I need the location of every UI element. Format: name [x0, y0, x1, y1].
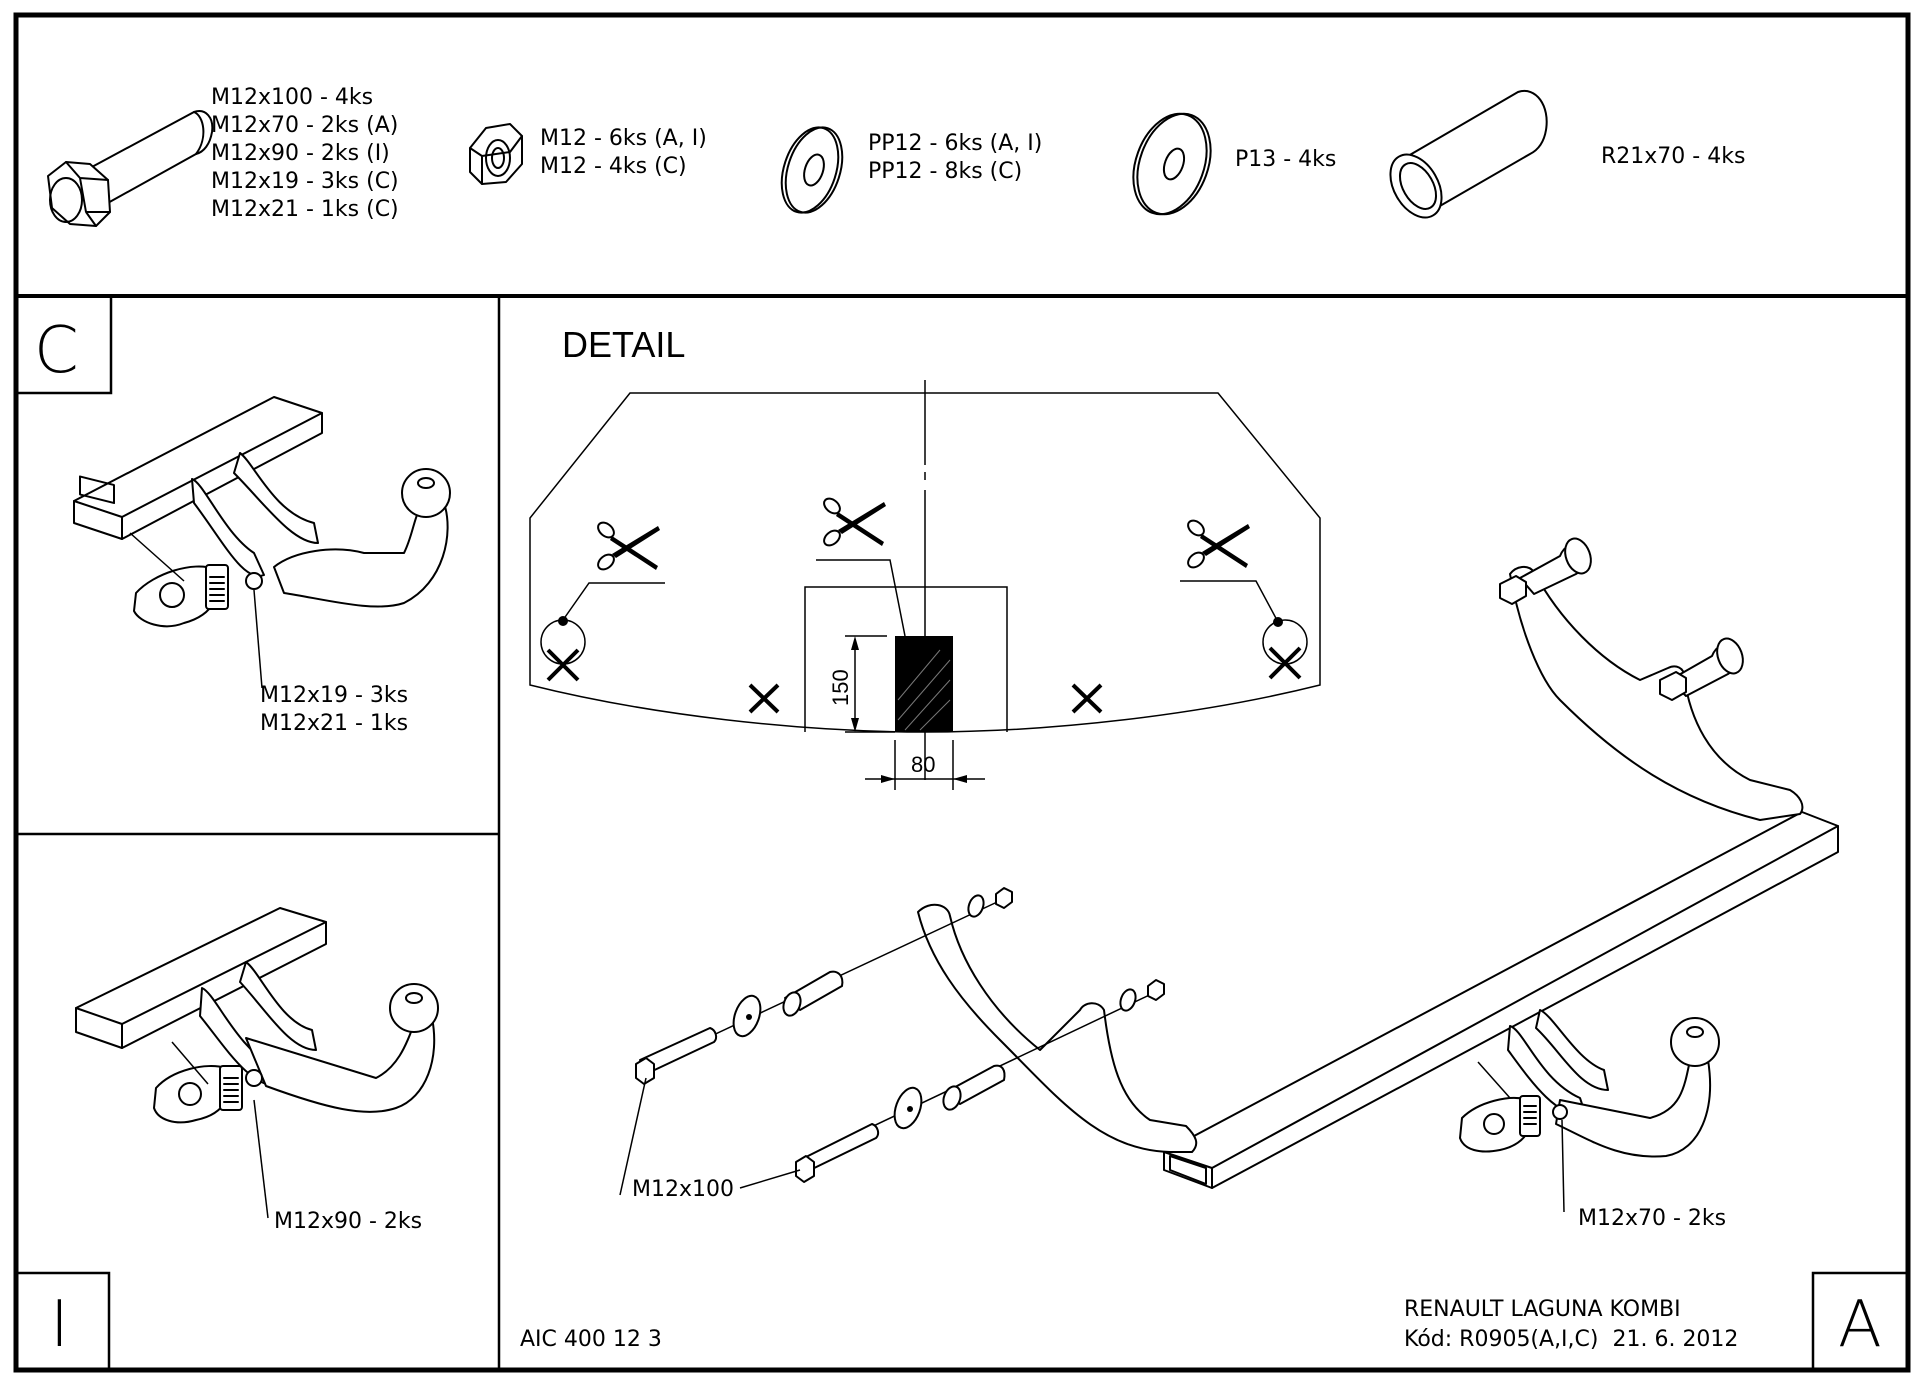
callout-text: M12x21 - 1ks	[260, 711, 408, 736]
outer-frame	[13, 12, 1911, 1373]
variant-label-box	[14, 1271, 111, 1372]
callout-text: M12x100	[632, 1177, 734, 1202]
cross-mark-icon	[1071, 683, 1103, 714]
spec-line: M12x90 - 2ks (I)	[211, 141, 390, 166]
spec-line: R21x70 - 4ks	[1601, 144, 1745, 169]
hex-bolt-icon	[47, 110, 214, 227]
scissors-icon	[597, 521, 660, 571]
left-side-bracket	[917, 903, 1198, 1153]
tow-ball-illustration	[1459, 1009, 1720, 1158]
callout-leader	[619, 1077, 647, 1196]
right-side-bracket	[1509, 566, 1804, 821]
cut-region	[895, 636, 953, 732]
hatch	[897, 649, 951, 731]
spec-line: M12 - 4ks (C)	[540, 154, 687, 179]
callout-leader	[1561, 1119, 1565, 1213]
circle-marker-icon	[1180, 580, 1308, 680]
hex-nut-icon	[469, 123, 523, 185]
variant-label-box	[14, 294, 113, 395]
callout-text: M12x19 - 3ks	[260, 683, 408, 708]
spec-line: M12 - 6ks (A, I)	[540, 126, 707, 151]
bumper-outline	[529, 392, 1321, 733]
variant-i-panel: I M12x90 - 2ks	[14, 907, 439, 1372]
detail-view: DETAIL 150 80	[529, 324, 1321, 790]
code-and-date: Kód: R0905(A,I,C) 21. 6. 2012	[1404, 1327, 1738, 1352]
callout-text: M12x90 - 2ks	[274, 1209, 422, 1234]
dimension-value: 80	[911, 752, 935, 777]
variant-label-box	[1811, 1271, 1910, 1372]
variant-label: C	[34, 314, 79, 388]
spec-line: M12x19 - 3ks (C)	[211, 169, 399, 194]
spec-line: PP12 - 6ks (A, I)	[868, 131, 1042, 156]
tow-hitch-fixed-illustration	[75, 907, 439, 1124]
catalog-number: AIC 400 12 3	[520, 1327, 662, 1352]
dimension-width: 80	[865, 740, 985, 790]
spec-line: M12x100 - 4ks	[211, 85, 373, 110]
cross-mark-icon	[748, 683, 780, 714]
circle-marker-icon	[540, 582, 665, 682]
scissors-icon	[1187, 519, 1250, 569]
spec-line: M12x21 - 1ks (C)	[211, 197, 399, 222]
spec-line: PP12 - 8ks (C)	[868, 159, 1022, 184]
variant-label: I	[50, 1288, 69, 1362]
variant-label: A	[1838, 1288, 1882, 1362]
vehicle-title: RENAULT LAGUNA KOMBI	[1404, 1297, 1681, 1322]
tow-hitch-detachable-illustration	[73, 396, 451, 628]
callout-text: M12x70 - 2ks	[1578, 1206, 1726, 1231]
washer-icon	[780, 126, 844, 214]
cutout-area	[804, 586, 1008, 732]
leader-line	[816, 559, 906, 637]
detail-title: DETAIL	[562, 324, 685, 365]
callout-leader	[253, 589, 263, 689]
spacer-tube-icon	[1389, 89, 1548, 219]
parts-list: M12x100 - 4ks M12x70 - 2ks (A) M12x90 - …	[47, 85, 1745, 227]
scissors-icon	[823, 497, 886, 547]
bolt-spec-list: M12x100 - 4ks M12x70 - 2ks (A) M12x90 - …	[211, 85, 399, 222]
spec-line: M12x70 - 2ks (A)	[211, 113, 398, 138]
dimension-height: 150	[828, 635, 895, 733]
callout-leader	[253, 1099, 269, 1219]
dimension-value: 150	[828, 669, 853, 706]
callout-leader	[739, 1169, 801, 1189]
large-washer-icon	[1132, 112, 1212, 216]
spec-line: P13 - 4ks	[1235, 147, 1336, 172]
variant-c-panel: C M12x19 - 3ks M12x21 - 1ks	[14, 294, 451, 736]
main-assembly-illustration	[635, 537, 1839, 1189]
